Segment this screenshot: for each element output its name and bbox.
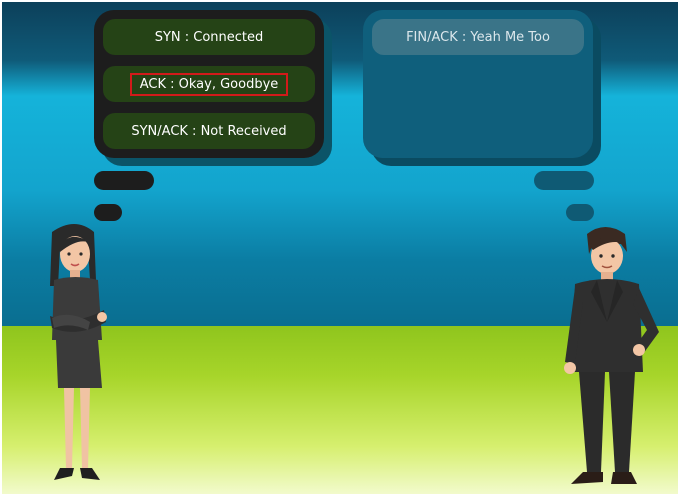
right-thought-dot-large [534, 171, 594, 190]
left-speech-bubble: SYN : Connected ACK : Okay, Goodbye SYN/… [94, 10, 324, 158]
left-thought-dot-small [94, 204, 122, 221]
message-text: SYN : Connected [154, 29, 264, 45]
message-finack-yeah-me-too: FIN/ACK : Yeah Me Too [372, 19, 584, 55]
right-speech-bubble: FIN/ACK : Yeah Me Too [363, 10, 593, 158]
message-synack-not-received: SYN/ACK : Not Received [103, 113, 315, 149]
message-text: FIN/ACK : Yeah Me Too [406, 29, 550, 45]
message-ack-goodbye: ACK : Okay, Goodbye [103, 66, 315, 102]
businesswoman-figure [30, 218, 130, 493]
message-syn-connected: SYN : Connected [103, 19, 315, 55]
businesswoman-illustration [50, 224, 107, 480]
left-thought-dot-large [94, 171, 154, 190]
right-thought-dot-small [566, 204, 594, 221]
message-text: SYN/ACK : Not Received [131, 123, 287, 139]
highlighted-message-text: ACK : Okay, Goodbye [129, 72, 289, 96]
businessman-figure [545, 222, 670, 494]
businessman-illustration [564, 227, 659, 484]
